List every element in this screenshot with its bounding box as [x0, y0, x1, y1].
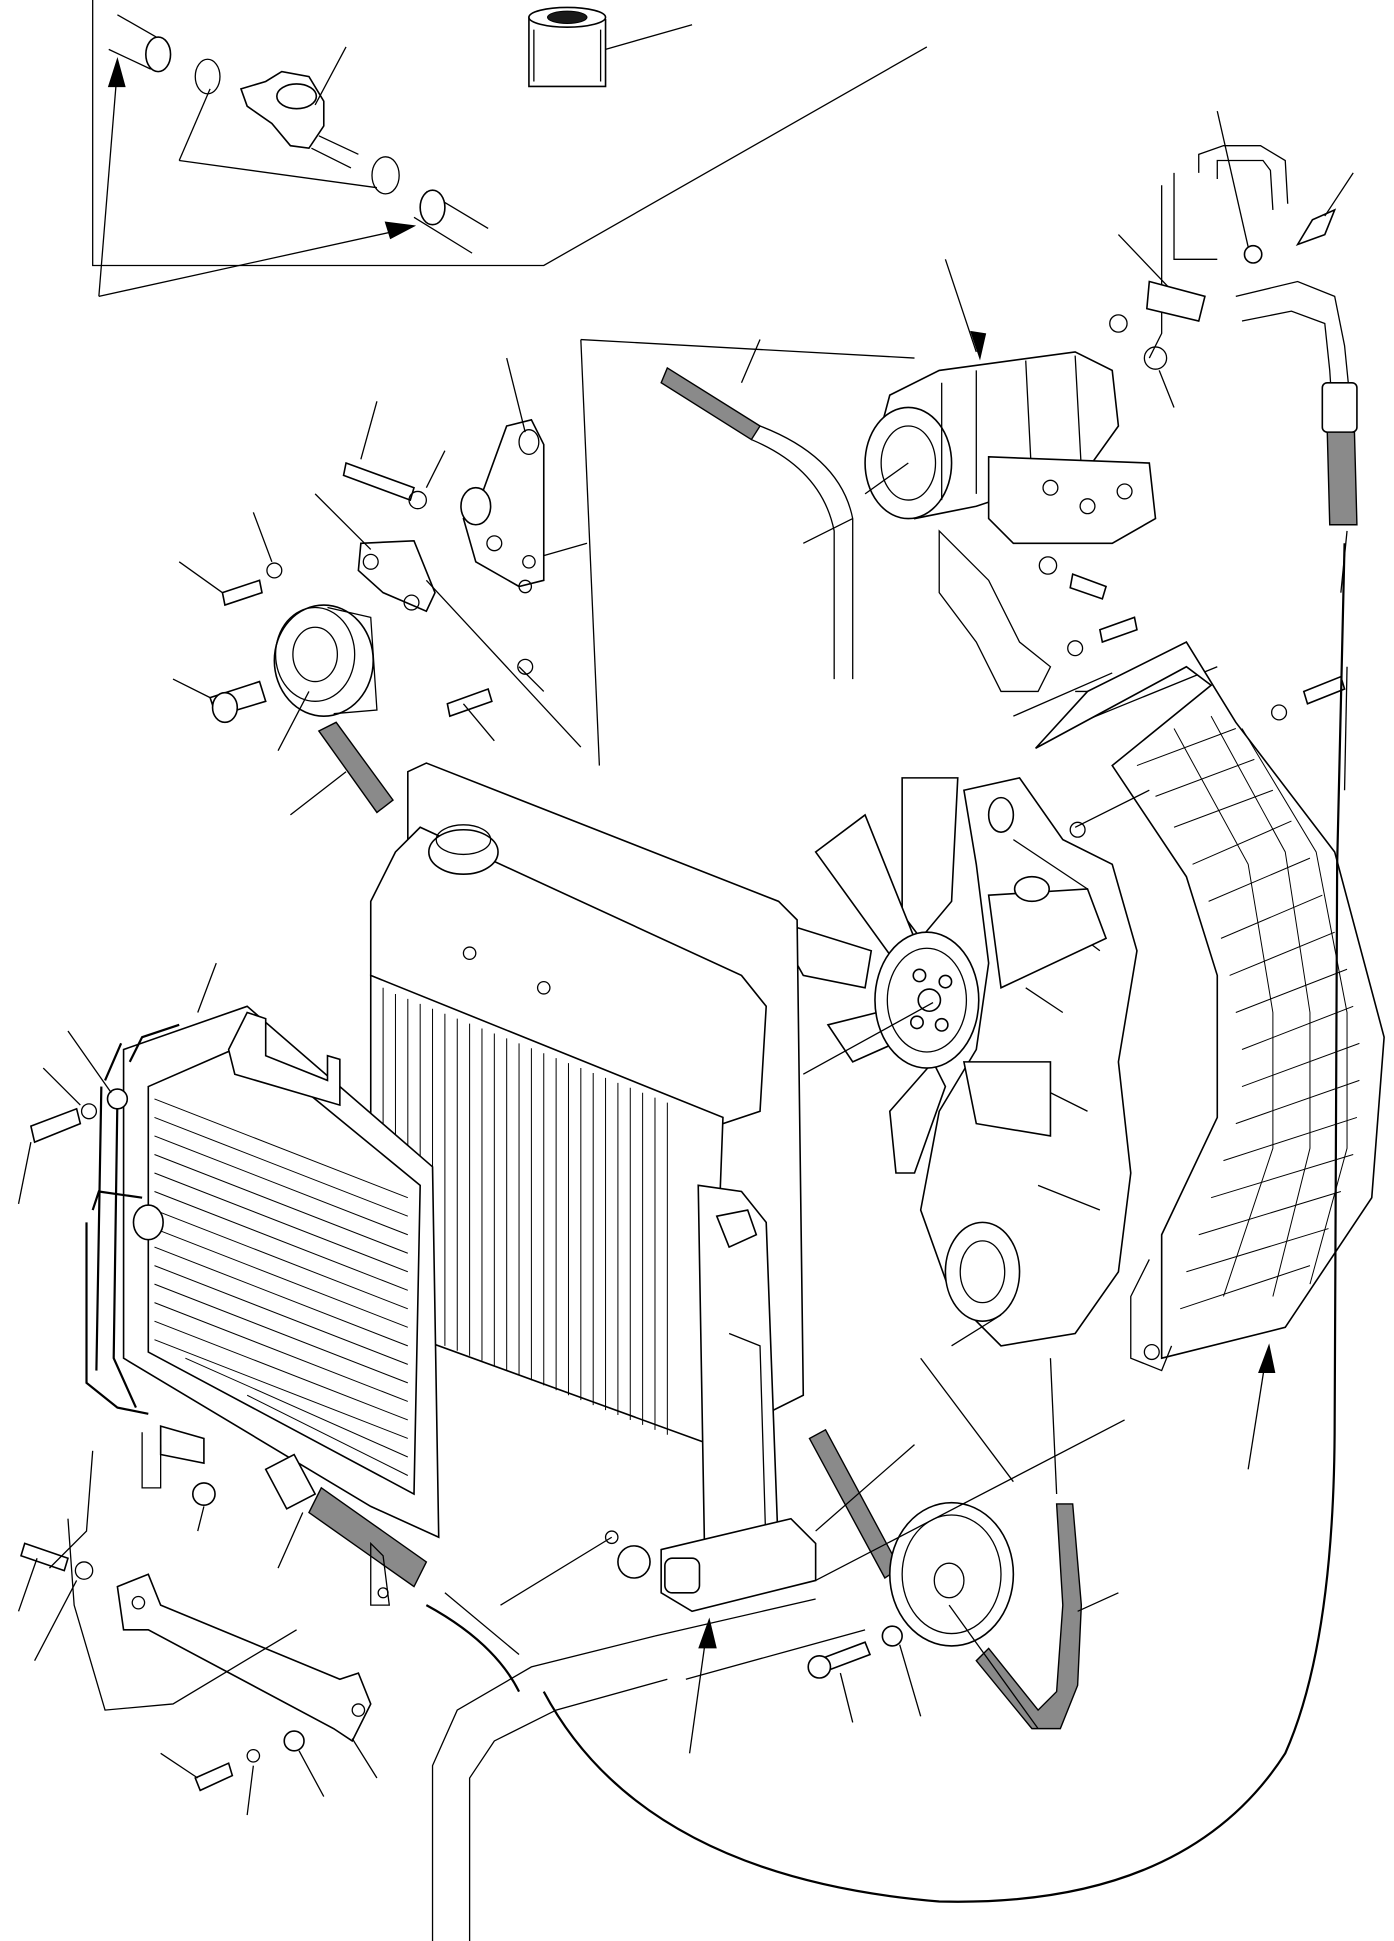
drive-belt-and-pulley: [808, 1358, 1124, 1728]
support-bracket: [19, 1451, 377, 1815]
drive-belt-upper: [581, 340, 915, 680]
oil-cooler: [19, 963, 520, 1654]
inset-hose-valve-detail: [93, 0, 927, 296]
fan-guard-mesh: [1036, 642, 1385, 1469]
compressor-bracket-and-tensioner: [173, 340, 599, 815]
cooling-fan-assembly: [772, 691, 1137, 1345]
ac-compressor-assembly: [865, 111, 1357, 735]
chassis-outline: [426, 543, 1347, 1941]
engine-radiator: [371, 763, 816, 1753]
